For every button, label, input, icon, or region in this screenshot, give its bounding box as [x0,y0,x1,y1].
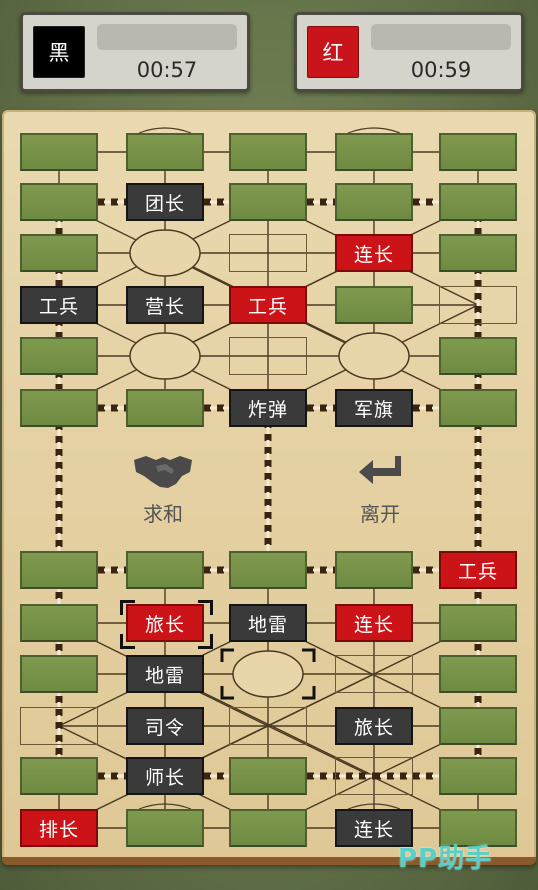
move-target-marker [302,686,316,700]
hidden-piece[interactable] [20,133,98,171]
hidden-piece[interactable] [126,809,204,847]
red-piece[interactable]: 工兵 [229,286,307,324]
hidden-piece[interactable] [439,389,517,427]
hidden-piece[interactable] [229,757,307,795]
black-piece[interactable]: 团长 [126,183,204,221]
black-side-badge: 黑 [33,26,85,78]
empty-station[interactable] [335,655,413,693]
headquarters-arc [347,803,401,810]
black-piece[interactable]: 工兵 [20,286,98,324]
black-piece[interactable]: 旅长 [335,707,413,745]
hidden-piece[interactable] [439,707,517,745]
black-piece[interactable]: 师长 [126,757,204,795]
hidden-piece[interactable] [335,183,413,221]
camp[interactable] [129,229,201,277]
leave-button[interactable]: 离开 [330,452,430,527]
hidden-piece[interactable] [20,389,98,427]
red-piece[interactable]: 连长 [335,604,413,642]
black-timer: 00:57 [136,58,198,82]
hidden-piece[interactable] [20,234,98,272]
hidden-piece[interactable] [20,604,98,642]
hidden-piece[interactable] [229,133,307,171]
selection-corner [120,600,135,615]
black-player-name [97,24,237,50]
headquarters-arc [347,127,401,134]
black-piece[interactable]: 连长 [335,809,413,847]
empty-station[interactable] [229,234,307,272]
hidden-piece[interactable] [20,655,98,693]
hidden-piece[interactable] [439,133,517,171]
black-piece[interactable]: 炸弹 [229,389,307,427]
hidden-piece[interactable] [335,551,413,589]
hidden-piece[interactable] [20,183,98,221]
red-piece[interactable]: 连长 [335,234,413,272]
hidden-piece[interactable] [229,809,307,847]
hidden-piece[interactable] [229,551,307,589]
selection-corner [198,600,213,615]
draw-label: 求和 [143,502,183,526]
move-target-marker [220,648,234,662]
red-piece[interactable]: 排长 [20,809,98,847]
black-piece[interactable]: 地雷 [126,655,204,693]
hidden-piece[interactable] [439,337,517,375]
camp[interactable] [338,332,410,380]
black-piece[interactable]: 军旗 [335,389,413,427]
hidden-piece[interactable] [335,133,413,171]
red-player-name [371,24,511,50]
hidden-piece[interactable] [20,757,98,795]
move-target-marker [302,648,316,662]
black-player-panel: 黑 00:57 [20,12,250,92]
draw-button[interactable]: 求和 [113,452,213,527]
move-target-marker [220,686,234,700]
hidden-piece[interactable] [439,655,517,693]
empty-station[interactable] [20,707,98,745]
hidden-piece[interactable] [126,551,204,589]
hidden-piece[interactable] [439,757,517,795]
camp[interactable] [232,650,304,698]
black-piece[interactable]: 营长 [126,286,204,324]
hidden-piece[interactable] [20,551,98,589]
red-piece[interactable]: 旅长 [126,604,204,642]
red-piece[interactable]: 工兵 [439,551,517,589]
empty-station[interactable] [229,707,307,745]
black-piece[interactable]: 司令 [126,707,204,745]
headquarters-arc [138,127,192,134]
board-edge [2,857,536,865]
selection-corner [198,634,213,649]
camp[interactable] [129,332,201,380]
leave-label: 离开 [360,502,400,526]
headquarters-arc [138,803,192,810]
red-player-panel: 红 00:59 [294,12,524,92]
return-arrow-icon [359,456,401,484]
empty-station[interactable] [335,757,413,795]
hidden-piece[interactable] [126,389,204,427]
black-piece[interactable]: 地雷 [229,604,307,642]
hidden-piece[interactable] [335,286,413,324]
red-timer: 00:59 [410,58,472,82]
handshake-icon [134,456,192,488]
empty-station[interactable] [439,286,517,324]
red-side-badge: 红 [307,26,359,78]
hidden-piece[interactable] [229,183,307,221]
hidden-piece[interactable] [126,133,204,171]
hidden-piece[interactable] [20,337,98,375]
hidden-piece[interactable] [439,234,517,272]
empty-station[interactable] [229,337,307,375]
hidden-piece[interactable] [439,183,517,221]
hidden-piece[interactable] [439,604,517,642]
watermark: PP助手 [398,844,493,874]
selection-corner [120,634,135,649]
hidden-piece[interactable] [439,809,517,847]
